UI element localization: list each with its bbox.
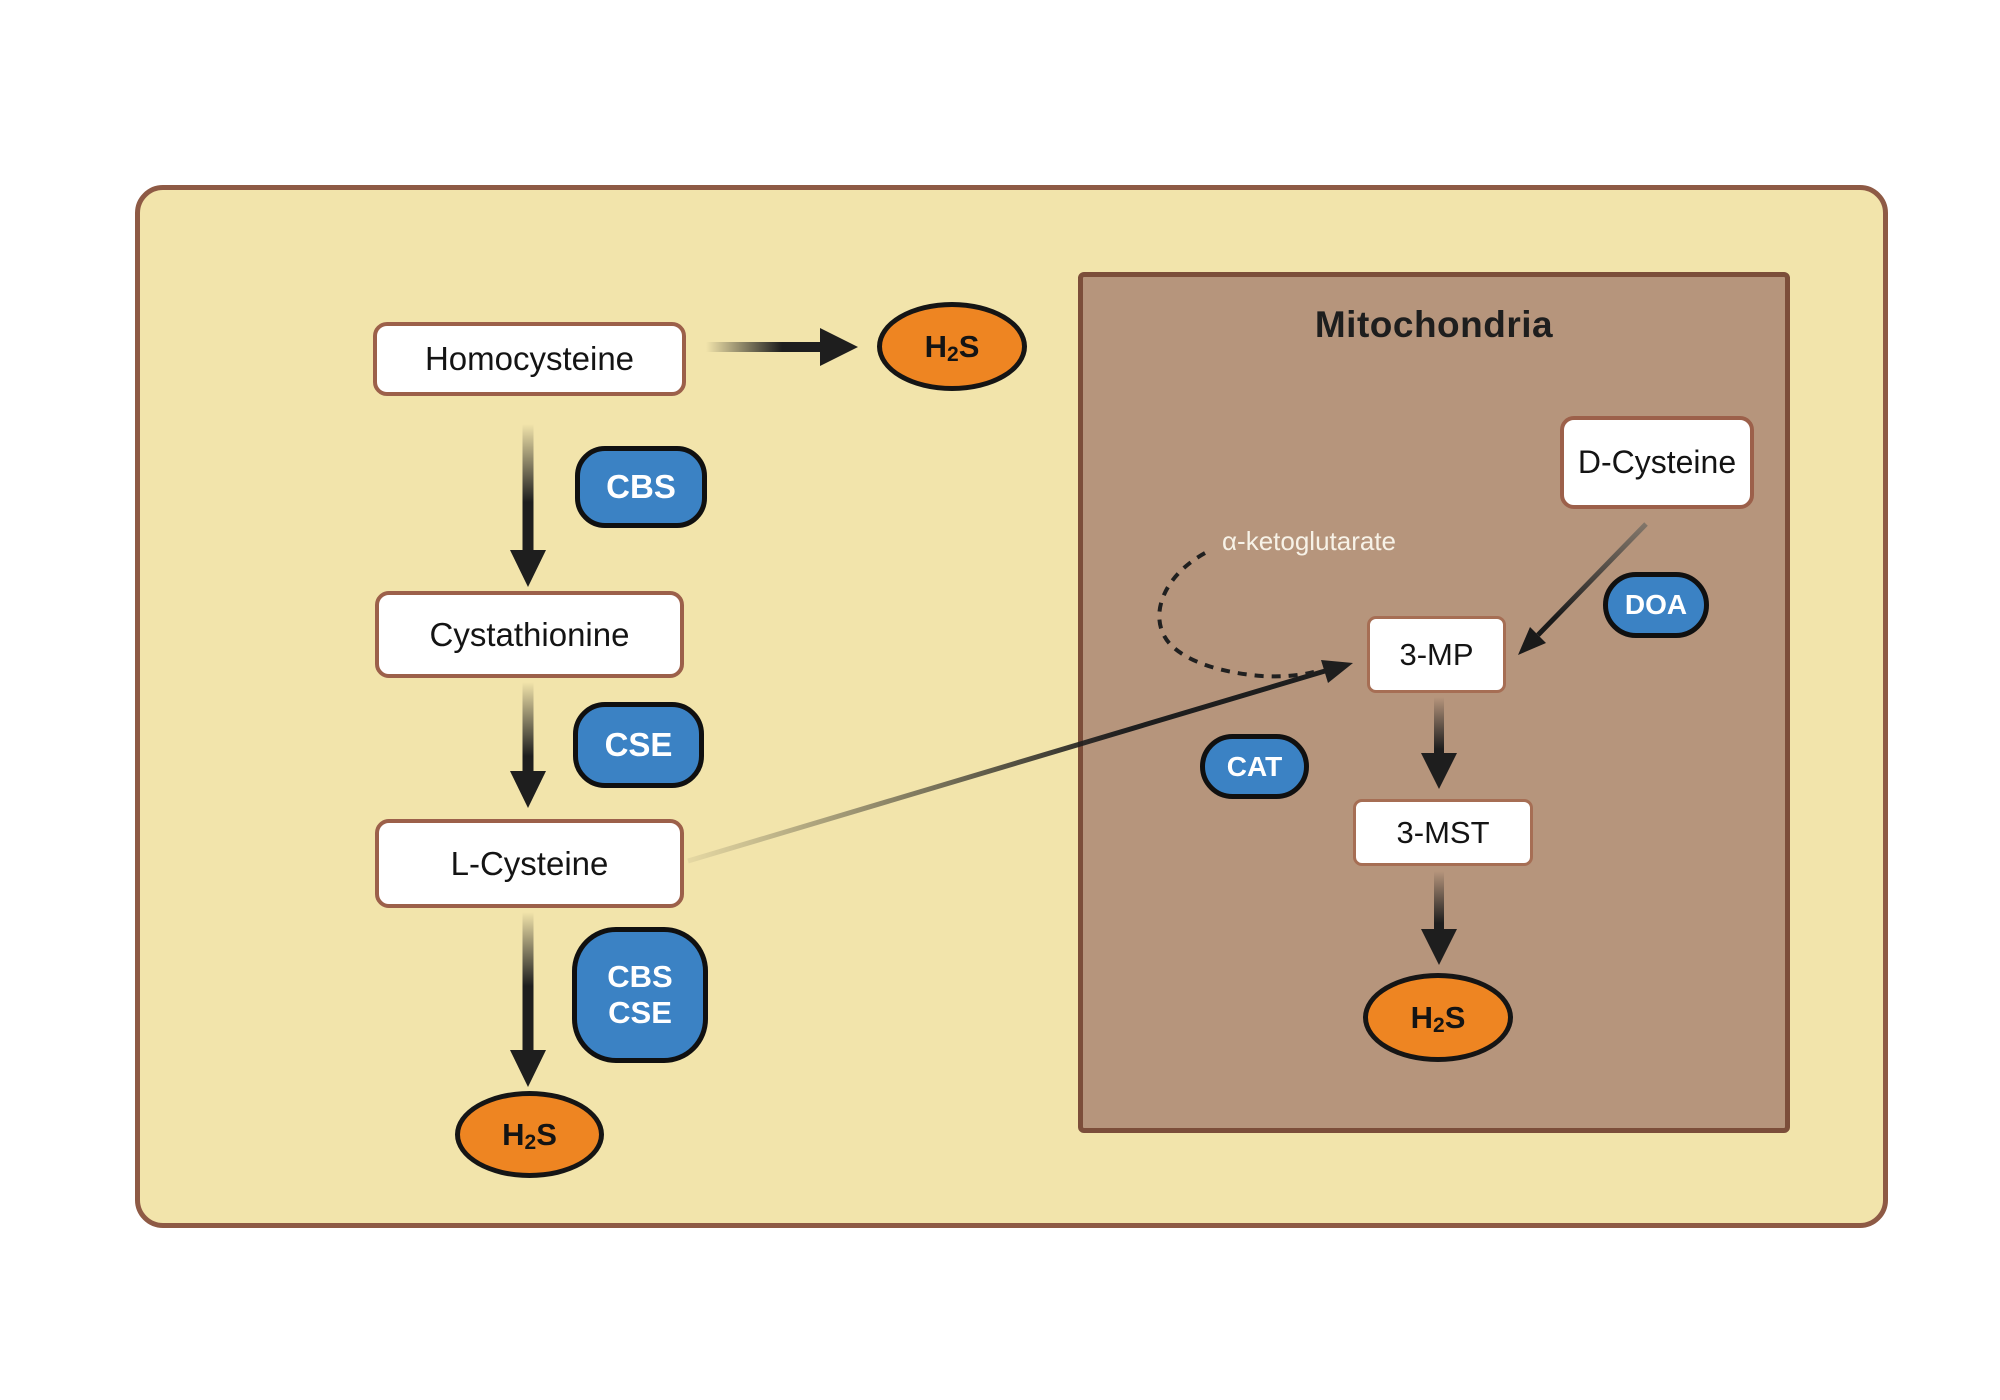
enzyme-cbs-cse: CBS CSE (572, 927, 708, 1063)
enzyme-cat: CAT (1200, 734, 1309, 799)
h2s-subscript: 2 (947, 342, 959, 366)
h2s-base1: H (502, 1116, 525, 1152)
alpha-ketoglutarate-label: α-ketoglutarate (1222, 526, 1397, 556)
enzyme-cbs: CBS (575, 446, 707, 528)
mitochondria-title: Mitochondria (1314, 304, 1554, 345)
enzyme-doa: DOA (1603, 572, 1709, 638)
enzyme-cse: CSE (573, 702, 704, 788)
enzyme-cbs-cse-line2: CSE (608, 995, 672, 1030)
node-homocysteine: Homocysteine (373, 322, 686, 396)
node-l-cysteine: L-Cysteine (375, 819, 684, 908)
h2s-base2: S (958, 328, 980, 364)
h2s-base1: H (1410, 999, 1433, 1035)
h2s-base2: S (536, 1116, 557, 1152)
node-cystathionine: Cystathionine (375, 591, 684, 678)
node-3-mp: 3-MP (1367, 616, 1506, 693)
node-d-cysteine: D-Cysteine (1560, 416, 1754, 509)
node-3-mst: 3-MST (1353, 799, 1533, 866)
enzyme-cbs-cse-line1: CBS (607, 959, 673, 995)
h2s-subscript: 2 (1433, 1013, 1445, 1037)
h2s-base1: H (924, 328, 947, 364)
h2s-subscript: 2 (524, 1130, 537, 1154)
h2s-base2: S (1444, 999, 1466, 1035)
